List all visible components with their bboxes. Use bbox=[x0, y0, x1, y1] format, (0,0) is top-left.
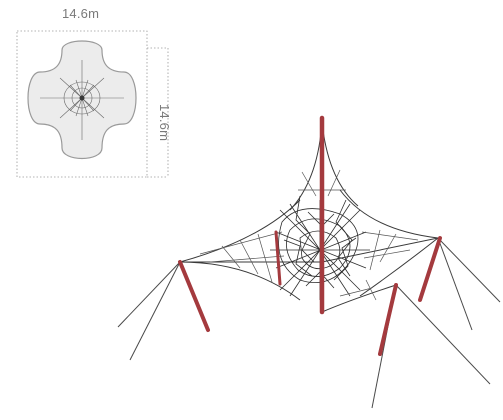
right-post bbox=[418, 236, 442, 302]
width-dimension-label: 14.6m bbox=[62, 6, 100, 21]
outer-net-mesh bbox=[199, 169, 419, 301]
front-post bbox=[378, 283, 398, 356]
plan-view bbox=[16, 30, 169, 178]
footprint-dotted-box bbox=[16, 30, 148, 178]
plan-center-post bbox=[79, 95, 85, 101]
left-post bbox=[178, 260, 210, 332]
rear-post bbox=[274, 230, 282, 286]
anchor-ropes bbox=[117, 237, 501, 409]
support-posts bbox=[178, 115, 442, 356]
